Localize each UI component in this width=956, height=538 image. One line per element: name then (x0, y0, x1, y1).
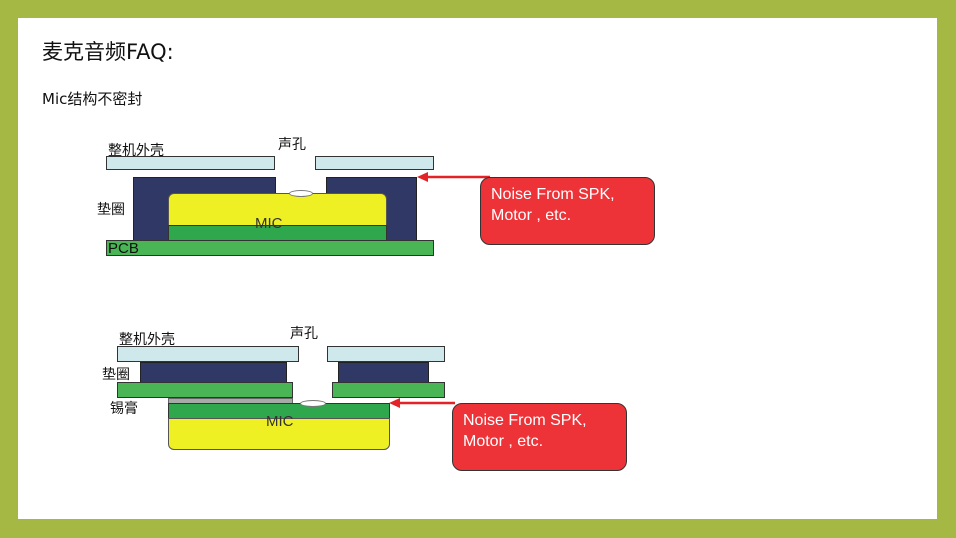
callout-line-2: Motor , etc. (463, 433, 544, 450)
mic-body (168, 418, 390, 450)
housing-right (315, 156, 434, 170)
gasket-label: 垫圈 (102, 367, 130, 383)
pcb-left (117, 382, 293, 398)
noise-arrow (417, 172, 490, 182)
noise-arrow (389, 398, 455, 408)
slide-subtitle: Mic结构不密封 (42, 90, 143, 108)
housing-label: 整机外壳 (108, 143, 164, 159)
noise-callout: Noise From SPK, Motor , etc. (452, 403, 627, 471)
housing-label: 整机外壳 (119, 332, 175, 348)
gasket-left (140, 362, 287, 383)
gasket-label: 垫圈 (97, 202, 125, 218)
callout-line-2: Motor , etc. (491, 207, 572, 224)
noise-callout: Noise From SPK, Motor , etc. (480, 177, 655, 245)
callout-line-1: Noise From SPK, (463, 412, 587, 429)
mic-sound-port (289, 190, 313, 197)
slide-title: 麦克音频FAQ: (42, 40, 174, 64)
mic-body (168, 193, 387, 227)
diagram-unsealed-bottom: 整机外壳 声孔 垫圈 锡膏 MIC Noise From SPK, Motor … (18, 18, 937, 498)
callout-line-1: Noise From SPK, (491, 186, 615, 203)
diagram-unsealed-top: 整机外壳 声孔 垫圈 MIC PCB Noise From SPK, Motor… (18, 18, 937, 268)
sound-hole-label: 声孔 (278, 137, 306, 153)
pcb-board (106, 240, 434, 256)
slide: 麦克音频FAQ: Mic结构不密封 整机外壳 声孔 垫圈 MIC PCB Noi… (18, 18, 937, 519)
housing-left (117, 346, 299, 362)
solder-label: 锡膏 (110, 401, 138, 417)
mic-label: MIC (255, 215, 283, 232)
housing-left (106, 156, 275, 170)
mic-sound-port (300, 400, 326, 407)
housing-right (327, 346, 445, 362)
mic-label: MIC (266, 413, 294, 430)
gasket-right (338, 362, 429, 383)
pcb-label: PCB (108, 240, 139, 257)
sound-hole-label: 声孔 (290, 326, 318, 342)
pcb-right (332, 382, 445, 398)
